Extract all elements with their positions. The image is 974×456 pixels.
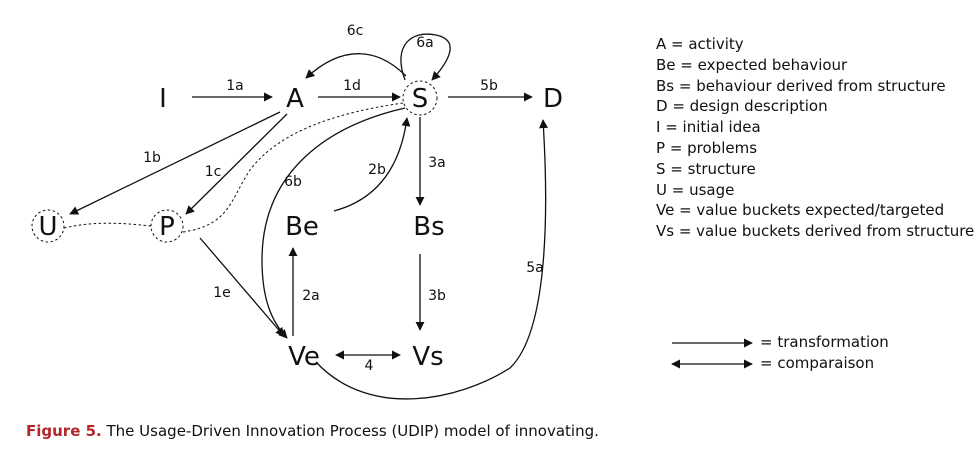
node-P: P — [159, 212, 175, 242]
label-6c: 6c — [347, 23, 364, 39]
edge-1e — [199, 237, 285, 337]
dashed-P-S — [182, 102, 404, 233]
figure-caption: Figure 5. The Usage-Driven Innovation Pr… — [26, 422, 599, 440]
label-2b: 2b — [368, 162, 386, 178]
legend-item: I = initial idea — [656, 118, 761, 137]
legend-item: Ve = value buckets expected/targeted — [656, 201, 945, 220]
label-4: 4 — [365, 358, 374, 374]
key-transformation-label: = transformation — [760, 333, 889, 351]
edge-6b — [261, 107, 406, 339]
label-3a: 3a — [428, 155, 446, 171]
label-1b: 1b — [143, 150, 161, 166]
label-5a: 5a — [526, 260, 544, 276]
legend-item: U = usage — [656, 180, 735, 199]
legend-item: Bs = behaviour derived from structure — [656, 76, 946, 95]
label-6b: 6b — [284, 174, 302, 190]
node-Vs: Vs — [412, 342, 443, 372]
label-6a: 6a — [416, 35, 434, 51]
edge-5a — [315, 119, 548, 400]
label-2a: 2a — [302, 288, 320, 304]
node-S: S — [412, 84, 429, 114]
node-D: D — [543, 84, 563, 114]
node-A: A — [286, 84, 304, 114]
caption-text: The Usage-Driven Innovation Process (UDI… — [106, 422, 599, 440]
node-Be: Be — [285, 212, 319, 242]
edge-1b — [69, 111, 281, 215]
legend-item: D = design description — [656, 97, 828, 116]
key-comparison-label: = comparaison — [760, 354, 875, 372]
circle-S — [402, 80, 438, 116]
legend-item: Be = expected behaviour — [656, 55, 848, 74]
legend-item: Vs = value buckets derived from structur… — [656, 222, 974, 241]
label-1e: 1e — [213, 285, 231, 301]
label-3b: 3b — [428, 288, 446, 304]
circle-P — [150, 209, 184, 243]
dashed-U-P — [63, 222, 152, 229]
node-Bs: Bs — [413, 212, 444, 242]
legend-item: A = activity — [656, 35, 744, 53]
edge-6c — [305, 53, 407, 79]
edge-6a — [400, 33, 451, 81]
label-1d: 1d — [343, 78, 361, 94]
label-1a: 1a — [226, 78, 244, 94]
figure-number: Figure 5. — [26, 422, 102, 440]
legend-item: S = structure — [656, 159, 756, 178]
node-U: U — [38, 212, 57, 242]
edge-2b — [333, 117, 411, 212]
label-5b: 5b — [480, 78, 498, 94]
node-Ve: Ve — [288, 342, 320, 372]
legend-item: P = problems — [656, 139, 758, 157]
label-1c: 1c — [205, 164, 222, 180]
node-I: I — [159, 84, 167, 114]
edge-1c — [185, 113, 288, 215]
circle-U — [31, 209, 65, 243]
